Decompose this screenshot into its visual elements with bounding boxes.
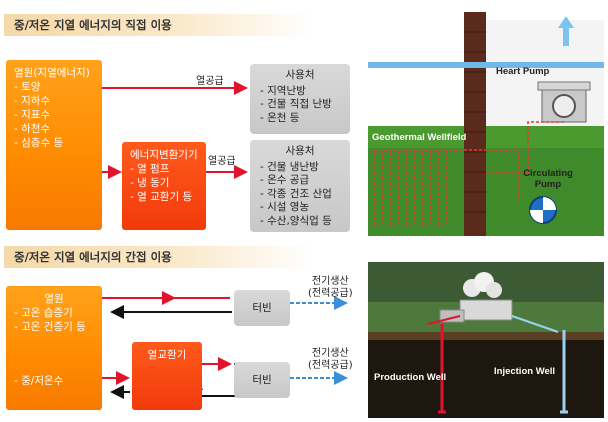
heat-exchanger-box: 열교환기 xyxy=(132,342,202,410)
indirect-source-title: 열원 xyxy=(44,293,64,305)
production-well-label: Production Well xyxy=(374,372,447,383)
direct-source-box: 열원(지열에너지) - 토양 - 지하수 - 지표수 - 하천수 - 심층수 등 xyxy=(6,60,102,230)
direct-use-title: 중/저온 지열 에너지의 직접 이용 xyxy=(4,14,314,36)
turbine-label: 터빈 xyxy=(252,302,272,314)
direct-source-item: - 지표수 xyxy=(14,109,51,121)
heat-pump-scene-image xyxy=(368,12,604,236)
consumer-item: - 온천 등 xyxy=(260,111,300,124)
consumer-item: - 시설 영농 xyxy=(260,201,310,213)
direct-source-item: - 지하수 xyxy=(14,95,51,107)
direct-source-item: - 심층수 등 xyxy=(14,137,64,149)
injection-well-label: Injection Well xyxy=(494,366,556,377)
direct-source-item: - 하천수 xyxy=(14,123,51,135)
turbine-box-2: 터빈 xyxy=(234,362,290,398)
consumer-item: - 건물 냉난방 xyxy=(260,160,319,173)
energy-converter-item: - 열 교환기 등 xyxy=(130,191,193,203)
heat-pump-illustration: Heart Pump Geothermal Wellfield Circulat… xyxy=(368,12,604,236)
consumer-item: - 지역난방 xyxy=(260,84,306,97)
heat-exchanger-label: 열교환기 xyxy=(147,349,187,361)
consumer-item: - 수산,양식업 등 xyxy=(260,214,332,227)
heat-supply-label-2: 열공급 xyxy=(208,156,236,167)
power-plant-illustration: Production Well Injection Well xyxy=(368,262,604,418)
indirect-source-item: - 중/저온수 xyxy=(14,375,64,387)
power-plant-scene-image xyxy=(368,262,604,418)
heat-pump-label: Heart Pump xyxy=(496,66,550,77)
power-supply-label-2: 전기생산 (전력공급) xyxy=(308,348,353,371)
energy-converter-item: - 냉 동기 xyxy=(130,177,170,189)
indirect-use-title: 중/저온 지열 에너지의 간접 이용 xyxy=(4,246,314,268)
power-supply-label-1: 전기생산 (전력공급) xyxy=(308,276,353,299)
consumer-item: - 온수 공급 xyxy=(260,174,310,186)
consumer-item: - 각종 건조 산업 xyxy=(260,187,332,200)
consumer-box-1: 사용처 - 지역난방 - 건물 직접 난방 - 온천 등 xyxy=(250,64,350,134)
turbine-box-1: 터빈 xyxy=(234,290,290,326)
consumer-item: - 건물 직접 난방 xyxy=(260,98,332,110)
heat-supply-label-1: 열공급 xyxy=(196,76,224,87)
direct-source-item: - 토양 xyxy=(14,81,41,93)
consumer-title: 사용처 xyxy=(285,145,315,157)
energy-converter-item: - 열 펌프 xyxy=(130,163,170,175)
indirect-source-item: - 고온 습증기 xyxy=(14,307,73,319)
turbine-label: 터빈 xyxy=(252,374,272,386)
indirect-source-item: - 고온 건증기 등 xyxy=(14,321,86,333)
wellfield-label: Geothermal Wellfield xyxy=(372,132,467,143)
consumer-box-2: 사용처 - 건물 냉난방 - 온수 공급 - 각종 건조 산업 - 시설 영농 … xyxy=(250,140,350,232)
energy-converter-box: 에너지변환기기 - 열 펌프 - 냉 동기 - 열 교환기 등 xyxy=(122,142,206,230)
energy-converter-title: 에너지변환기기 xyxy=(130,149,198,161)
indirect-source-box: 열원 - 고온 습증기 - 고온 건증기 등 - 중/저온수 xyxy=(6,286,102,410)
circulating-pump-label: Circulating Pump xyxy=(523,168,573,190)
consumer-title: 사용처 xyxy=(285,69,315,81)
direct-source-title: 열원(지열에너지) xyxy=(14,67,90,79)
